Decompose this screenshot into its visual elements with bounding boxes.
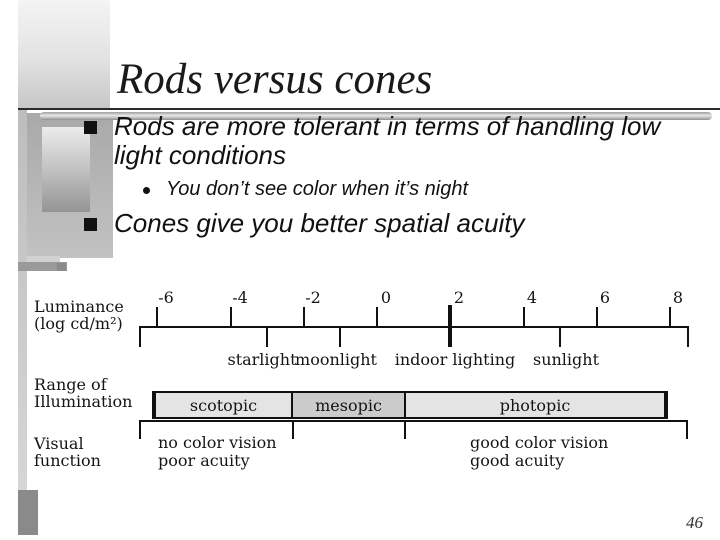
- row-label-visual2: function: [34, 451, 101, 470]
- source-tick: [559, 326, 561, 347]
- function-scotopic-line1: no color vision: [158, 433, 277, 452]
- axis-tick: [523, 307, 525, 327]
- axis-tick: [156, 307, 158, 327]
- axis-tick-bold: [448, 305, 452, 347]
- bracket-tick: [139, 420, 141, 439]
- axis-tick: [230, 307, 232, 327]
- decoration-top-block: [18, 0, 110, 109]
- tick-label: 0: [380, 288, 392, 307]
- bullet-square-icon: [84, 218, 97, 231]
- title-accent-bar: [40, 112, 712, 120]
- source-label-moonlight: moonlight: [295, 350, 377, 369]
- tick-label: -2: [305, 288, 321, 307]
- decoration-side-strip: [18, 109, 27, 490]
- tick-label: -4: [232, 288, 248, 307]
- illumination-range-boxes: scotopic mesopic photopic: [152, 391, 668, 419]
- source-tick: [266, 326, 268, 347]
- luminance-axis-line: [140, 326, 689, 328]
- decoration-step-dark: [18, 262, 67, 271]
- decoration-bottom-block: [18, 490, 38, 535]
- sub-bullet-text: You don’t see color when it’s night: [166, 178, 469, 200]
- bullet-square-icon: [84, 121, 97, 134]
- bullet-1-text: Rods are more tolerant in terms of handl…: [114, 111, 661, 170]
- tick-label: 4: [526, 288, 538, 307]
- decoration-step-light: [27, 256, 60, 266]
- slide-title: Rods versus cones: [117, 56, 433, 103]
- decoration-step-square: [57, 263, 66, 271]
- bracket-tick: [292, 420, 294, 439]
- source-tick: [339, 326, 341, 347]
- bracket-tick: [404, 420, 406, 439]
- range-box-mesopic: mesopic: [293, 393, 406, 417]
- axis-left-cap: [139, 326, 141, 347]
- axis-right-cap: [687, 326, 689, 347]
- tick-label: 8: [672, 288, 684, 307]
- row-label-visual: Visual: [34, 434, 84, 453]
- function-photopic-line1: good color vision: [470, 433, 609, 452]
- bracket-tick: [686, 420, 688, 439]
- axis-tick: [596, 307, 598, 327]
- bullet-2-text: Cones give you better spatial acuity: [114, 208, 525, 238]
- function-bracket-line: [140, 420, 688, 422]
- range-box-photopic: photopic: [406, 393, 664, 417]
- range-box-scotopic: scotopic: [156, 393, 293, 417]
- page-number: 46: [686, 513, 703, 532]
- axis-tick: [669, 307, 671, 327]
- sub-bullet-dot-icon: [143, 187, 150, 194]
- row-label-range: Range of: [34, 375, 107, 394]
- row-label-range2: Illumination: [34, 392, 133, 411]
- source-label-sunlight: sunlight: [532, 350, 600, 369]
- row-label-luminance-units: (log cd/m²): [34, 314, 123, 333]
- function-scotopic-line2: poor acuity: [158, 451, 250, 470]
- row-label-luminance: Luminance: [34, 297, 124, 316]
- decoration-inner-block: [42, 127, 90, 212]
- tick-label: 6: [599, 288, 611, 307]
- function-photopic-line2: good acuity: [470, 451, 565, 470]
- source-label-indoor: indoor lighting: [394, 350, 516, 369]
- axis-tick: [376, 307, 378, 327]
- source-label-starlight: starlight: [227, 350, 297, 369]
- title-rule: [18, 108, 720, 110]
- axis-tick: [303, 307, 305, 327]
- tick-label: 2: [453, 288, 465, 307]
- tick-label: -6: [158, 288, 174, 307]
